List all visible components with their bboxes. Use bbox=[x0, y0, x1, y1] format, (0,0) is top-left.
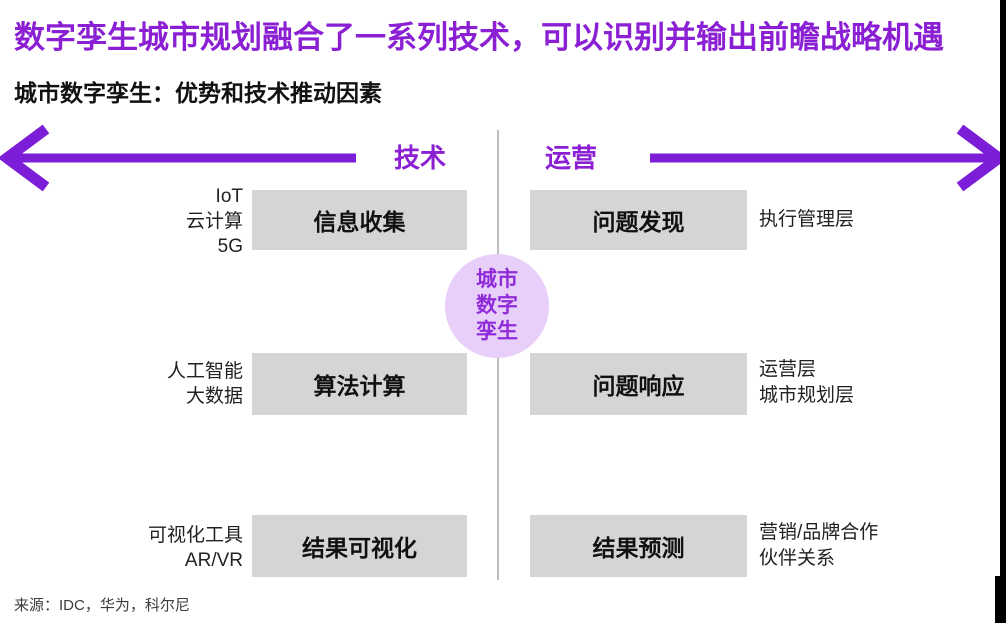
ops-beneficiaries-row1: 执行管理层 bbox=[759, 207, 999, 233]
driver-line: 大数据 bbox=[185, 386, 243, 407]
driver-line: IoT bbox=[215, 186, 243, 207]
circle-line: 城市 bbox=[476, 268, 518, 291]
beneficiary-line: 伙伴关系 bbox=[759, 548, 836, 569]
ops-box-result-prediction: 结果预测 bbox=[530, 515, 747, 577]
scan-edge-artifact bbox=[1000, 0, 1006, 623]
driver-line: 可视化工具 bbox=[147, 525, 243, 546]
beneficiary-line: 运营层 bbox=[759, 359, 817, 380]
scan-edge-artifact-bottom bbox=[995, 576, 1006, 623]
driver-line: 5G bbox=[217, 236, 243, 257]
ops-beneficiaries-row3: 营销/品牌合作 伙伴关系 bbox=[759, 520, 999, 572]
ops-box-problem-discovery: 问题发现 bbox=[530, 190, 747, 250]
tech-drivers-row1: IoT 云计算 5G bbox=[40, 184, 243, 259]
ops-box-problem-response: 问题响应 bbox=[530, 353, 747, 415]
left-arrow-icon bbox=[0, 124, 356, 192]
beneficiary-line: 城市规划层 bbox=[759, 385, 855, 406]
circle-line: 孪生 bbox=[476, 320, 518, 343]
axis-label-technology: 技术 bbox=[394, 143, 447, 173]
axis-label-operations: 运营 bbox=[545, 143, 598, 173]
tech-drivers-row3: 可视化工具 AR/VR bbox=[40, 523, 243, 573]
tech-drivers-row2: 人工智能 大数据 bbox=[40, 359, 243, 409]
beneficiary-line: 执行管理层 bbox=[759, 209, 855, 230]
driver-line: 云计算 bbox=[185, 211, 243, 232]
driver-line: 人工智能 bbox=[166, 361, 243, 382]
source-note: 来源：IDC，华为，科尔尼 bbox=[14, 597, 190, 614]
center-circle-city-digital-twin: 城市 数字 孪生 bbox=[445, 254, 549, 358]
tech-box-algorithm-computing: 算法计算 bbox=[252, 353, 467, 415]
page-subtitle: 城市数字孪生：优势和技术推动因素 bbox=[14, 80, 382, 106]
tech-box-result-visualization: 结果可视化 bbox=[252, 515, 467, 577]
circle-line: 数字 bbox=[476, 294, 518, 317]
ops-beneficiaries-row2: 运营层 城市规划层 bbox=[759, 357, 999, 409]
driver-line: AR/VR bbox=[184, 550, 243, 571]
right-arrow-icon bbox=[650, 124, 1006, 192]
tech-box-information-collection: 信息收集 bbox=[252, 190, 467, 250]
beneficiary-line: 营销/品牌合作 bbox=[759, 522, 879, 543]
page-title: 数字孪生城市规划融合了一系列技术，可以识别并输出前瞻战略机遇 bbox=[14, 20, 944, 55]
